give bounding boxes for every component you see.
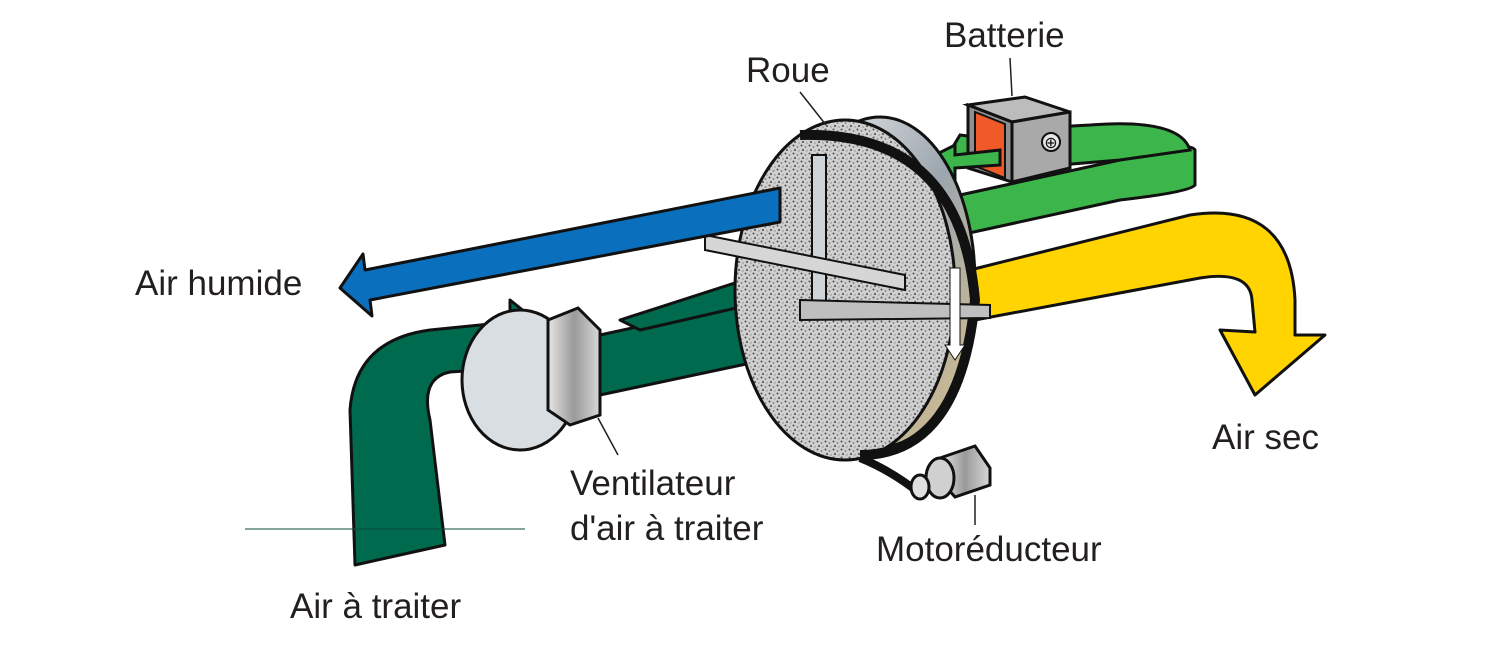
humid-air-label: Air humide bbox=[135, 264, 302, 303]
air-to-treat-label: Air à traiter bbox=[290, 587, 461, 626]
fan-leader-line bbox=[597, 417, 619, 456]
dry-air-label: Air sec bbox=[1212, 418, 1319, 457]
battery-heater: ⊕ bbox=[962, 95, 1072, 185]
fan-housing bbox=[460, 306, 602, 452]
desiccant-wheel bbox=[704, 115, 991, 462]
battery-plus-icon: ⊕ bbox=[1044, 133, 1057, 152]
humid-air-arrow bbox=[338, 186, 782, 318]
battery-leader-line bbox=[1009, 57, 1013, 97]
battery-label: Batterie bbox=[944, 16, 1065, 55]
gear-motor bbox=[858, 444, 992, 501]
fan-label-line2: d'air à traiter bbox=[570, 509, 764, 548]
fan-label-line1: Ventilateur bbox=[570, 464, 736, 503]
dry-air-arrow bbox=[968, 211, 1327, 397]
gear-motor-label: Motoréducteur bbox=[876, 530, 1102, 569]
wheel-leader-line bbox=[799, 91, 827, 126]
wheel-label: Roue bbox=[746, 51, 830, 90]
